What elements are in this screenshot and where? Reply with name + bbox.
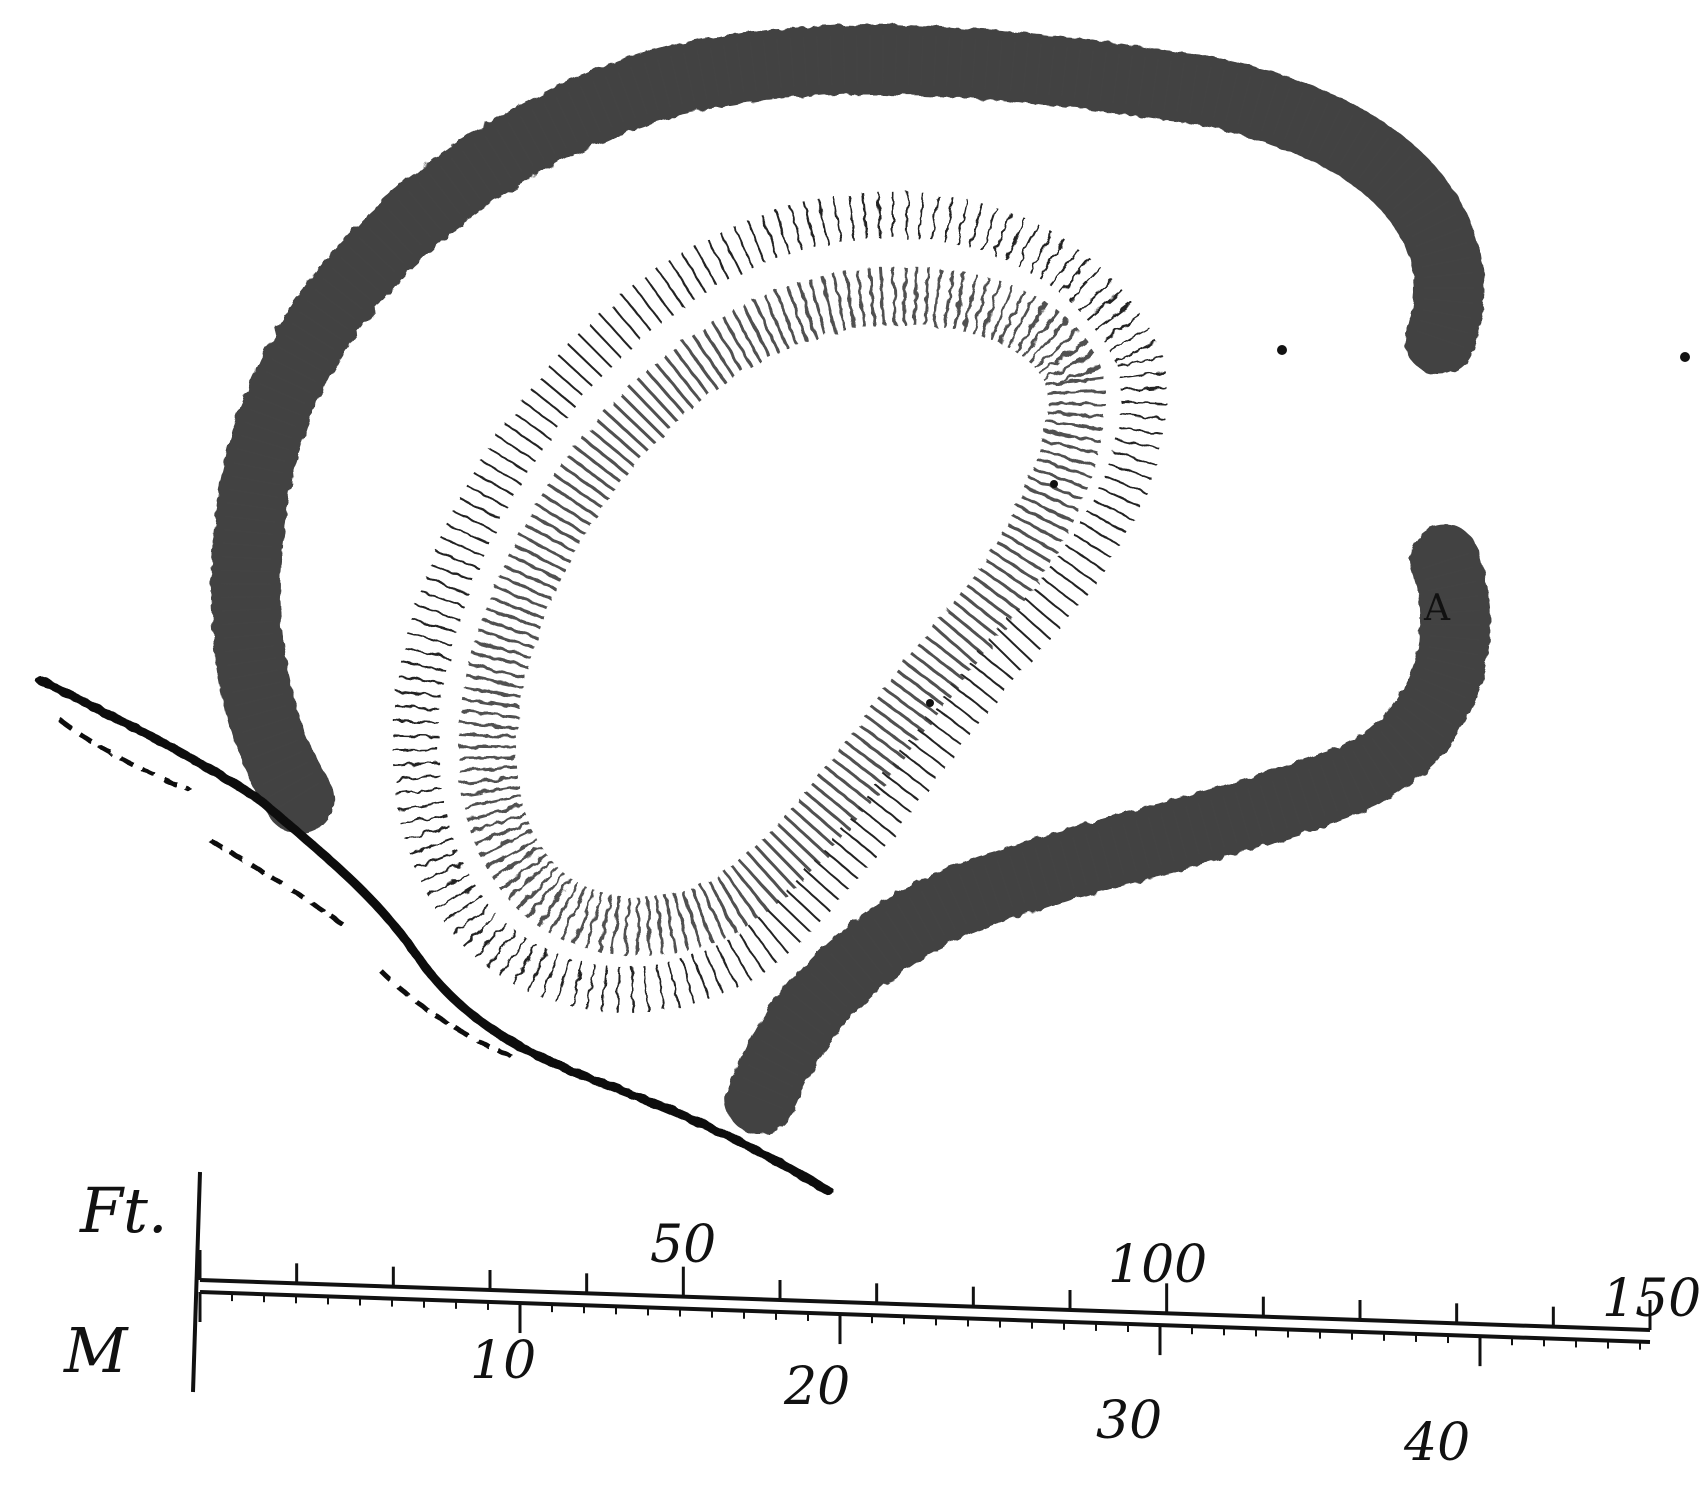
meter-ticks (198, 1292, 1641, 1367)
inner-mound-stipple (458, 266, 1106, 956)
escarpment-dash-2 (208, 837, 352, 933)
feet-label: Ft. (79, 1174, 168, 1247)
meter-tick-label: 40 (1403, 1413, 1470, 1473)
marker-label: A (1423, 588, 1451, 629)
dot (926, 699, 934, 707)
escarpment-dash-1 (58, 717, 191, 793)
feet-tick-label: 150 (1602, 1269, 1701, 1329)
escarpment-line (35, 675, 835, 1197)
scale-bar: Ft. M 50 100 150 10 20 30 40 (63, 1171, 1701, 1473)
dot (1680, 352, 1690, 362)
scale-bar-line-top (199, 1278, 1651, 1332)
scale-vertical-tick (191, 1171, 202, 1393)
feet-tick-label: 100 (1108, 1235, 1207, 1295)
escarpment-dash-3 (378, 968, 521, 1063)
feet-ticks (198, 1250, 1652, 1330)
meter-tick-label: 30 (1096, 1391, 1162, 1451)
dot (1050, 480, 1058, 488)
meter-tick-label: 20 (783, 1357, 850, 1417)
feet-tick-label: 50 (650, 1215, 716, 1275)
meters-label: M (63, 1314, 129, 1387)
dot (1277, 345, 1287, 355)
meter-tick-label: 10 (470, 1331, 536, 1391)
outer-bank-inner-speckle (220, 34, 1481, 1110)
scale-bar-line-bottom (199, 1290, 1651, 1344)
